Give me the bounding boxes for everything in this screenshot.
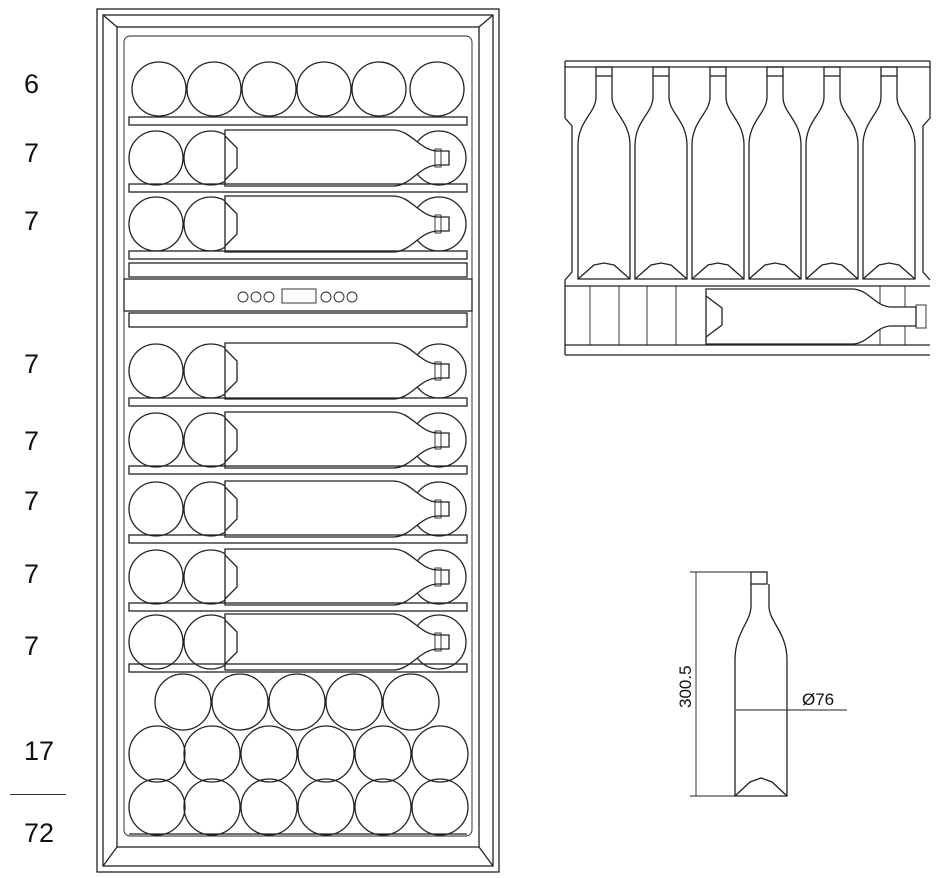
bottom-stacked-bottles bbox=[128, 673, 469, 836]
total-count: 72 bbox=[24, 818, 55, 848]
control-panel bbox=[123, 262, 473, 328]
bottle-height-label: 300.5 bbox=[676, 665, 695, 708]
shelf-count-7: 7 bbox=[24, 559, 40, 589]
shelf-detail-view bbox=[564, 60, 931, 356]
shelf-count-1: 6 bbox=[24, 69, 40, 99]
bottle-diameter-label: Ø76 bbox=[802, 690, 834, 709]
shelf-row-1 bbox=[128, 129, 468, 193]
shelf-row-3 bbox=[128, 342, 468, 407]
shelf-count-3: 7 bbox=[24, 206, 40, 236]
shelf-count-5: 7 bbox=[24, 426, 40, 456]
top-shelf-bottles bbox=[131, 61, 465, 117]
total-divider-line bbox=[10, 794, 66, 795]
shelf-count-2: 7 bbox=[24, 138, 40, 168]
shelf-row-5 bbox=[128, 480, 468, 544]
cooler-front-view bbox=[96, 8, 500, 873]
shelf-row-7 bbox=[128, 613, 468, 673]
shelf-row-2 bbox=[128, 195, 468, 260]
shelf-row-6 bbox=[128, 548, 468, 612]
shelf-count-6: 7 bbox=[24, 486, 40, 516]
shelf-count-4: 7 bbox=[24, 349, 40, 379]
shelf-count-bottom: 17 bbox=[24, 736, 55, 766]
bottle-dimension-drawing bbox=[690, 571, 847, 797]
shelf-count-8: 7 bbox=[24, 631, 40, 661]
shelf-row-4 bbox=[128, 411, 468, 475]
